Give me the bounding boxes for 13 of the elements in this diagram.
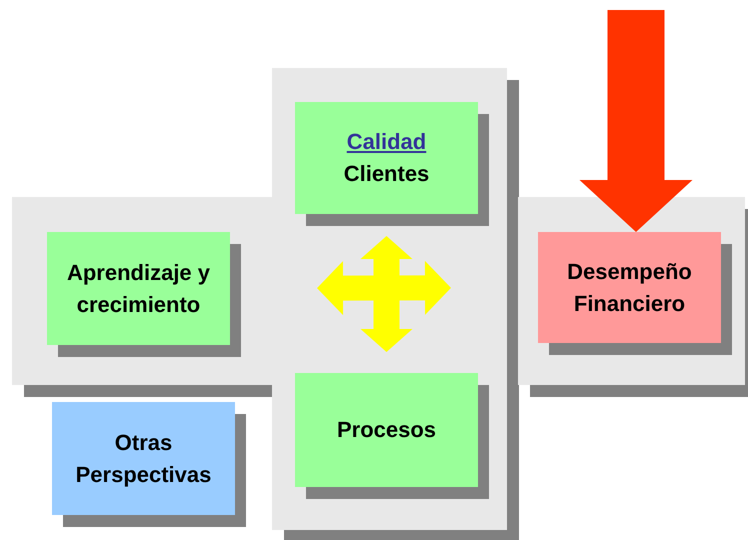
box-label: Desempeño Financiero [566, 258, 693, 318]
link-text: Calidad [346, 128, 426, 156]
box-label: Clientes [344, 160, 430, 188]
arrow [580, 10, 692, 232]
double-arrow [317, 260, 451, 316]
perspective-box [47, 232, 230, 345]
box-label: Procesos [336, 416, 436, 444]
perspective-box [295, 102, 478, 214]
box-label: Otras Perspectivas [74, 428, 212, 489]
box-label: Aprendizaje y crecimiento [66, 258, 212, 318]
perspective-box [52, 402, 235, 515]
perspective-box [538, 232, 721, 343]
perspective-box [295, 373, 478, 487]
